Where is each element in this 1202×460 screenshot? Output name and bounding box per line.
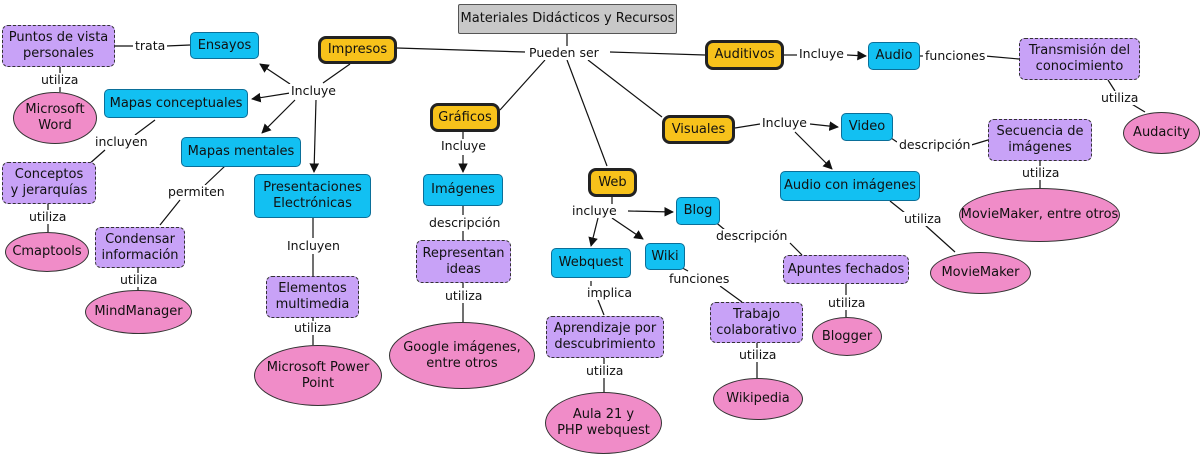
concept-ensayos[interactable]: Ensayos <box>190 32 259 59</box>
edge-link-impresos <box>396 47 526 53</box>
edge-funciones-transmision <box>984 55 1020 60</box>
link-descripcion-imagenes: descripción <box>427 215 503 231</box>
edge-link-web <box>566 59 608 167</box>
link-utiliza-aula21: utiliza <box>584 363 626 379</box>
edge-incluye-mapasc <box>251 92 291 103</box>
link-utiliza-word: utiliza <box>39 72 81 88</box>
detail-puntos-vista[interactable]: Puntos de vista personales <box>2 25 115 67</box>
edge-mapasc-incluyen <box>134 119 156 136</box>
detail-secuencia[interactable]: Secuencia de imágenes <box>988 119 1092 161</box>
edge-audioimg-utiliza <box>889 200 906 214</box>
edge-transmision-utiliza <box>1107 79 1116 92</box>
tool-moviemaker-otros[interactable]: MovieMaker, entre otros <box>959 188 1120 242</box>
category-impresos[interactable]: Impresos <box>318 36 397 64</box>
edge-incluye-audio <box>846 50 867 61</box>
link-utiliza-moviemaker-otros: utiliza <box>1020 165 1062 181</box>
concept-audio[interactable]: Audio <box>868 42 920 70</box>
detail-transmision[interactable]: Transmisión del conocimiento <box>1019 38 1140 80</box>
edge-descripcion-apuntes <box>789 242 803 256</box>
root-node[interactable]: Materiales Didácticos y Recursos <box>458 4 677 34</box>
edge-funciones-trabajo <box>719 285 743 303</box>
link-utiliza-wikipedia: utiliza <box>737 347 779 363</box>
edge-link-graficos <box>499 59 546 111</box>
detail-elementos-multimedia[interactable]: Elementos multimedia <box>266 276 359 318</box>
link-pueden-ser: Pueden ser <box>527 45 601 61</box>
tool-blogger[interactable]: Blogger <box>812 317 882 356</box>
link-incluye-auditivos: Incluye <box>797 46 846 62</box>
edge-incluye-webquest <box>588 217 599 247</box>
tool-cmaptools[interactable]: Cmaptools <box>5 232 89 272</box>
edge-ensayos-trata <box>165 44 191 47</box>
link-incluye-impresos: Incluye <box>289 83 338 99</box>
concept-audio-imagenes[interactable]: Audio con imágenes <box>780 171 920 201</box>
link-descripcion-video: descripción <box>897 137 973 153</box>
link-utiliza-google: utiliza <box>443 288 485 304</box>
detail-conceptos-jerarquias[interactable]: Conceptos y jerarquías <box>2 162 96 204</box>
link-utiliza-powerpoint: utiliza <box>292 320 334 336</box>
detail-apuntes[interactable]: Apuntes fechados <box>783 255 909 284</box>
concept-webquest[interactable]: Webquest <box>551 248 631 278</box>
link-utiliza-mindmanager: utiliza <box>118 272 160 288</box>
link-utiliza-cmaptools: utiliza <box>27 209 69 225</box>
concept-blog[interactable]: Blog <box>676 197 720 225</box>
edge-link-visuales <box>587 59 663 118</box>
detail-aprendizaje[interactable]: Aprendizaje por descubrimiento <box>546 316 664 358</box>
concept-mapas-mentales[interactable]: Mapas mentales <box>181 137 301 167</box>
link-incluyen-mapas: incluyen <box>93 134 150 150</box>
edge-impresos-incluye <box>322 63 351 84</box>
category-web[interactable]: Web <box>588 168 637 197</box>
link-utiliza-blogger: utiliza <box>826 295 868 311</box>
link-permiten: permiten <box>166 184 227 200</box>
edge-link-auditivos <box>609 51 706 56</box>
tool-audacity[interactable]: Audacity <box>1123 112 1200 154</box>
detail-representan[interactable]: Representan ideas <box>416 240 511 283</box>
link-funciones-wiki: funciones <box>667 271 732 287</box>
tool-aula21[interactable]: Aula 21 y PHP webquest <box>545 392 662 454</box>
edge-incluye-wiki <box>611 217 644 240</box>
link-incluye-web: incluye <box>570 203 619 219</box>
tool-moviemaker[interactable]: MovieMaker <box>930 252 1031 294</box>
tool-wikipedia[interactable]: Wikipedia <box>713 378 803 420</box>
edge-incluye-audioimg <box>794 131 833 170</box>
tool-powerpoint[interactable]: Microsoft Power Point <box>254 345 382 406</box>
concept-mapas-conceptuales[interactable]: Mapas conceptuales <box>104 89 248 118</box>
edge-implica-aprendizaje <box>597 299 605 316</box>
edge-visuales-incluye <box>734 123 761 129</box>
tool-google[interactable]: Google imágenes, entre otros <box>389 322 535 389</box>
tool-mindmanager[interactable]: MindManager <box>85 290 192 334</box>
concept-presentaciones[interactable]: Presentaciones Electrónicas <box>254 174 371 218</box>
edge-mapasm-permiten <box>204 165 226 186</box>
concept-video[interactable]: Video <box>841 113 893 141</box>
tool-microsoft-word[interactable]: Microsoft Word <box>13 92 97 144</box>
link-incluye-graficos: Incluye <box>439 138 488 154</box>
link-implica: implica <box>585 285 635 301</box>
detail-condensar[interactable]: Condensar información <box>95 227 185 268</box>
detail-trabajo[interactable]: Trabajo colaborativo <box>710 302 803 343</box>
link-trata: trata <box>133 38 168 54</box>
edge-incluye-mapasm <box>261 99 296 134</box>
link-incluye-visuales: Incluye <box>760 115 809 131</box>
edge-utiliza-moviemaker <box>924 224 956 253</box>
edge-incluye-blog <box>627 207 674 217</box>
concept-imagenes[interactable]: Imágenes <box>423 174 503 206</box>
link-utiliza-moviemaker: utiliza <box>902 211 944 227</box>
category-visuales[interactable]: Visuales <box>662 115 735 144</box>
link-descripcion-blog: descripción <box>714 228 790 244</box>
link-funciones-audio: funciones <box>923 48 988 64</box>
link-utiliza-audacity: utiliza <box>1099 90 1141 106</box>
concept-wiki[interactable]: Wiki <box>645 243 685 270</box>
category-auditivos[interactable]: Auditivos <box>705 40 784 70</box>
edge-incluye-video <box>809 121 839 131</box>
edge-permiten-condensar <box>159 199 181 226</box>
link-incluyen-presentaciones: Incluyen <box>285 238 342 254</box>
edge-incluye-pres <box>309 99 320 173</box>
category-graficos[interactable]: Gráficos <box>430 103 500 132</box>
edge-incluye-ensayos <box>259 63 291 85</box>
